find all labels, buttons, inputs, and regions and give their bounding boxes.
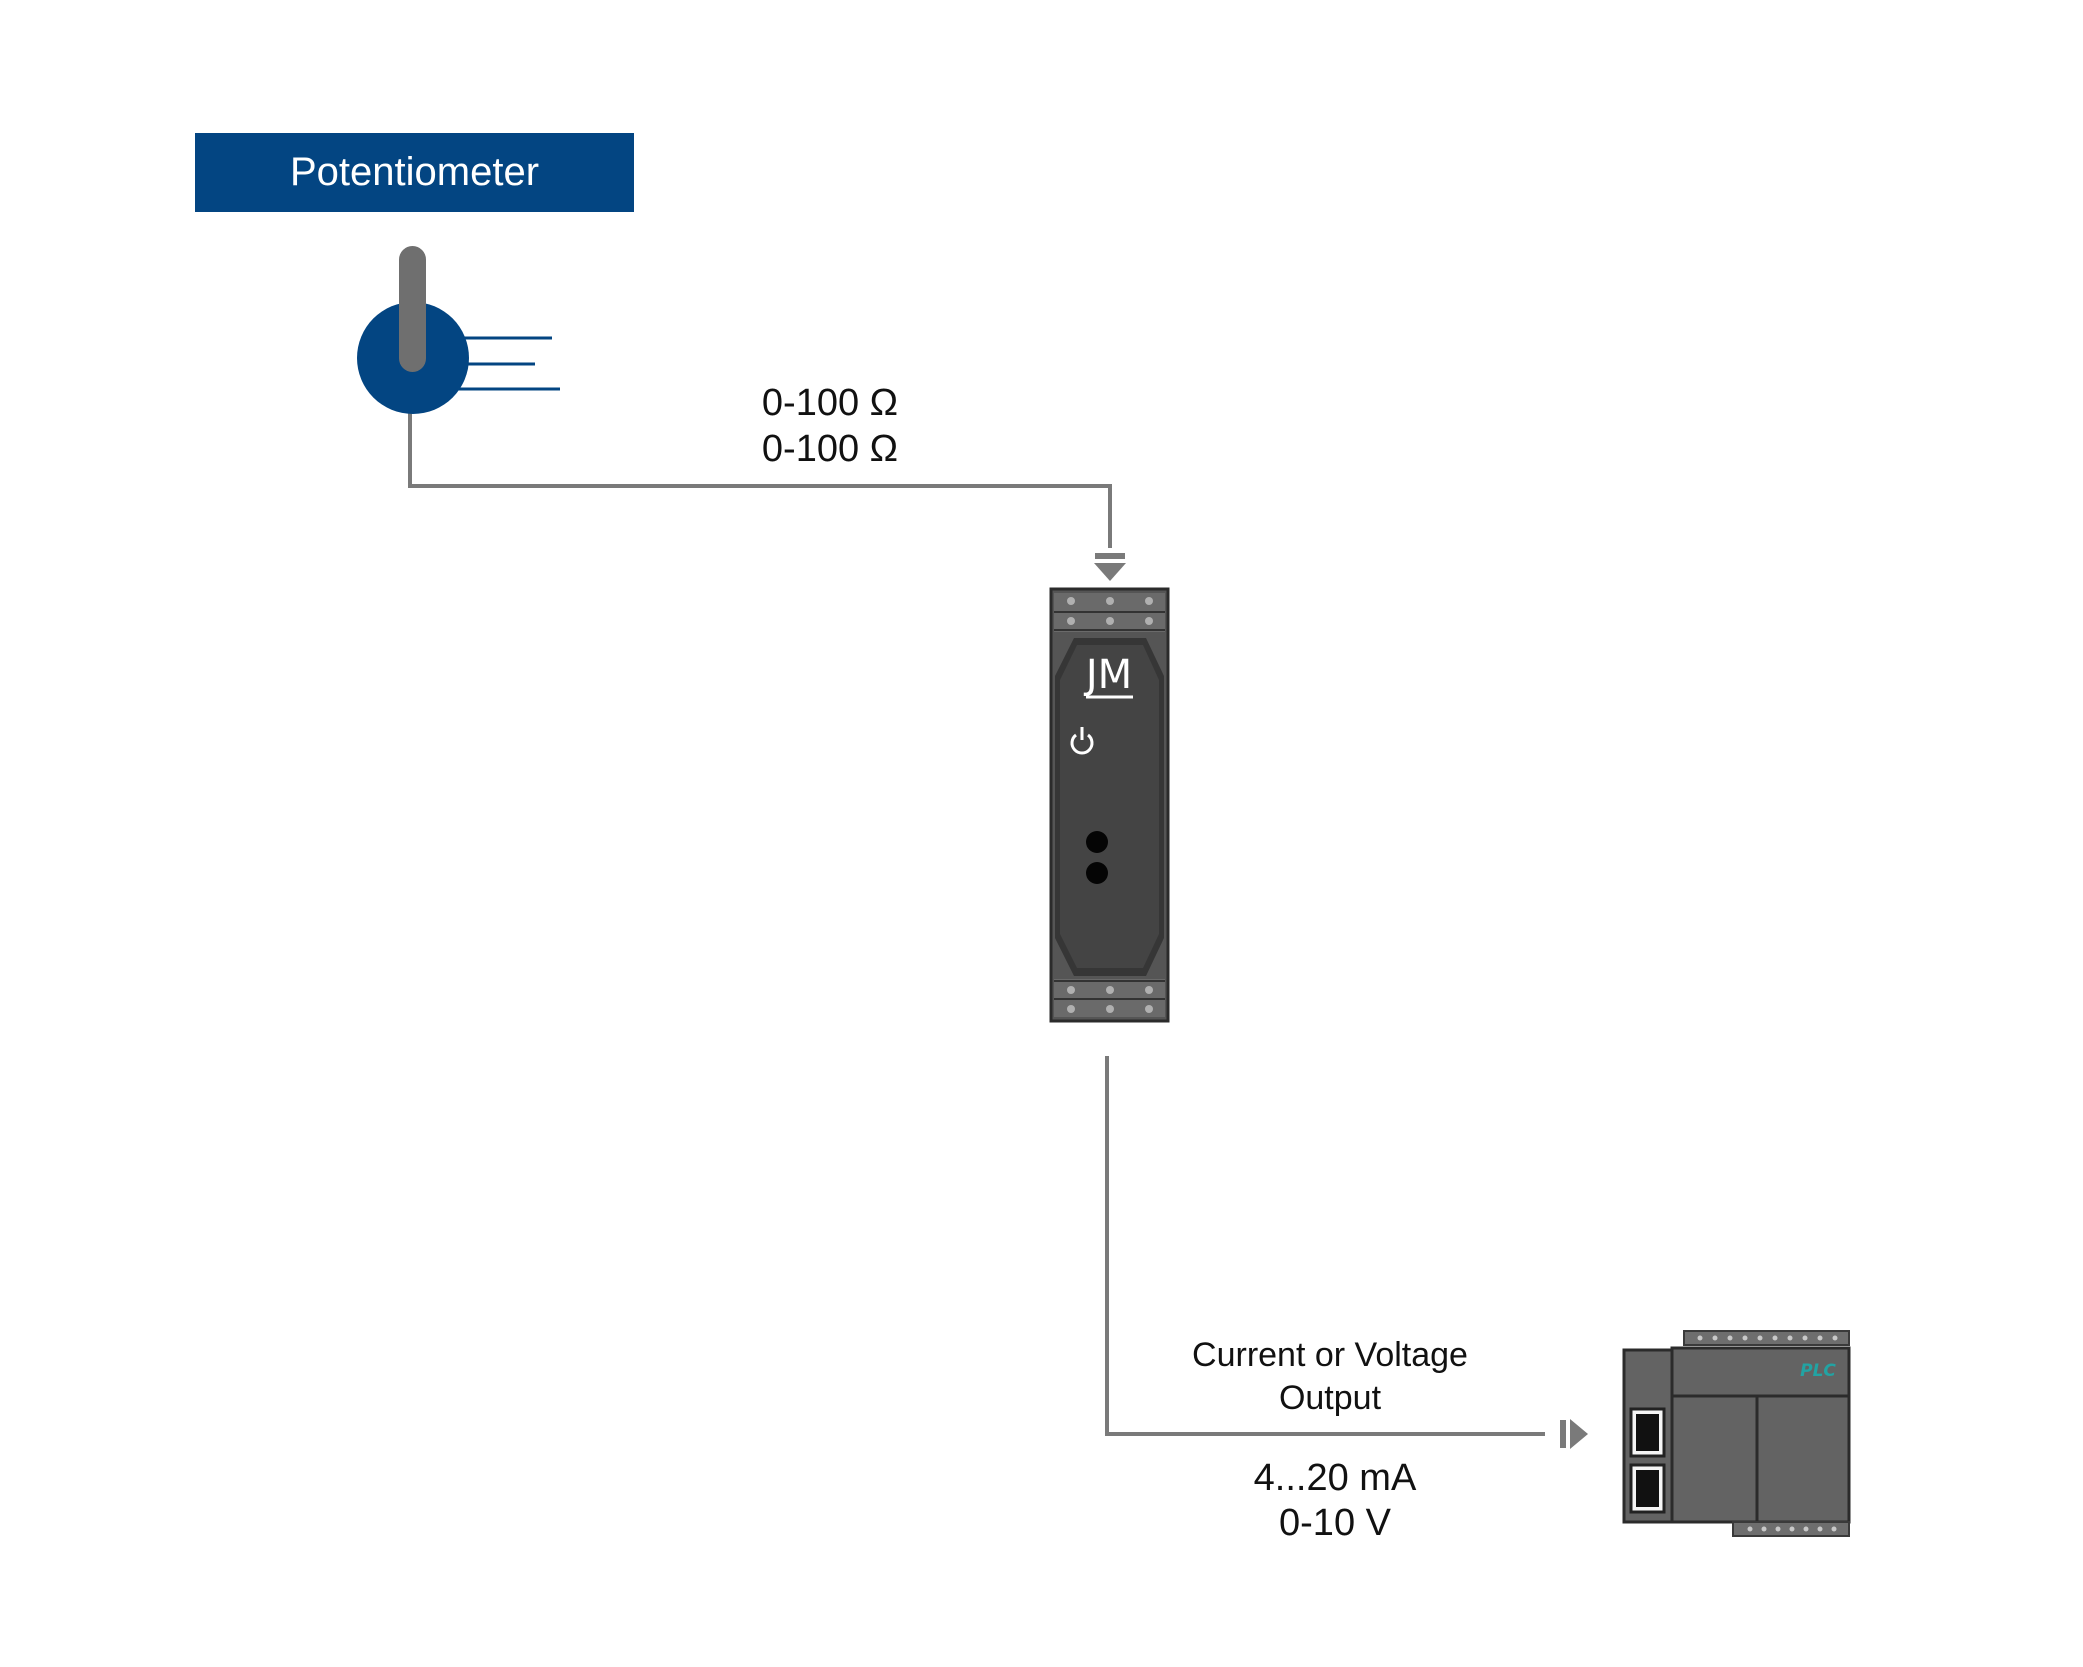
plc-icon: PLC <box>1622 1330 1851 1537</box>
potentiometer-title: Potentiometer <box>195 133 634 212</box>
output-wire <box>1105 1056 1545 1436</box>
power-icon <box>1070 727 1094 755</box>
input-wire <box>408 410 1112 548</box>
output-range-line-2: 0-10 V <box>1279 1502 1391 1544</box>
plc-label: PLC <box>1800 1361 1836 1381</box>
indicator-led-2 <box>1086 862 1108 884</box>
signal-converter: JM <box>1049 587 1170 1023</box>
potentiometer-icon <box>357 246 560 414</box>
output-range-label: 4...20 mA 0-10 V <box>1190 1456 1480 1546</box>
title-text: Potentiometer <box>289 150 540 194</box>
input-signal-label: 0-100 Ω 0-100 Ω <box>700 380 960 472</box>
input-signal-line-1: 0-100 Ω <box>761 382 899 424</box>
converter-logo: JM <box>1083 652 1132 698</box>
output-range-line-1: 4...20 mA <box>1253 1457 1417 1499</box>
output-arrow-icon <box>1560 1419 1588 1449</box>
output-description-label: Current or Voltage Output <box>1130 1334 1530 1420</box>
input-signal-line-2: 0-100 Ω <box>761 428 899 470</box>
output-description-line-2: Output <box>1278 1379 1382 1417</box>
output-description-line-1: Current or Voltage <box>1192 1336 1468 1374</box>
input-arrow-icon <box>1094 553 1126 581</box>
indicator-led-1 <box>1086 831 1108 853</box>
